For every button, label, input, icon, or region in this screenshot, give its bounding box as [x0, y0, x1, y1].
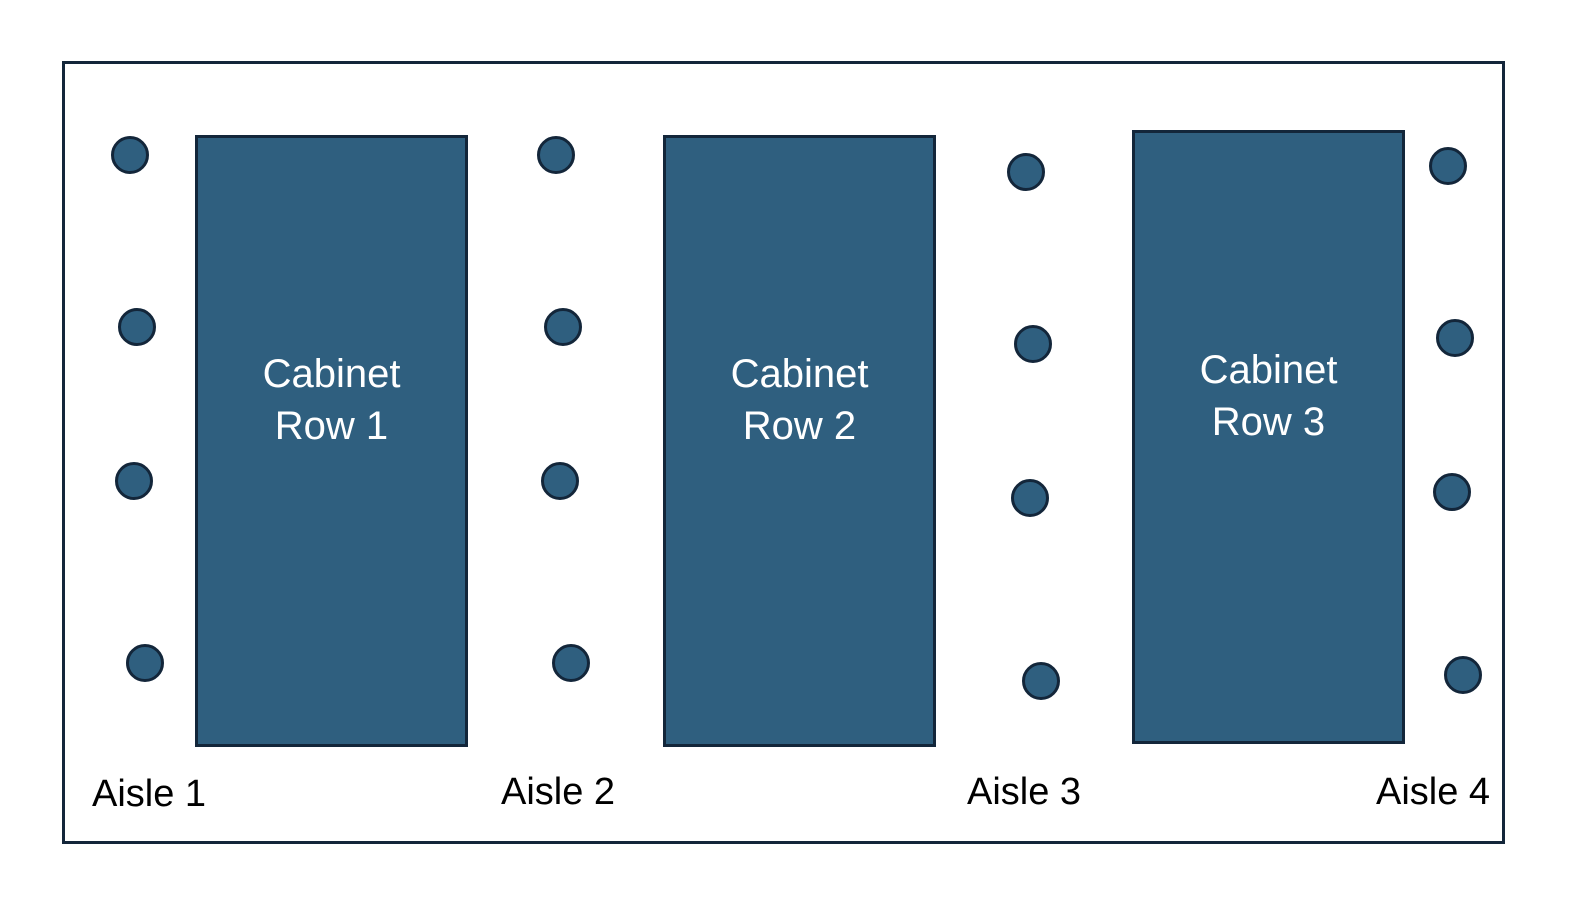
aisle-4-label: Aisle 4: [1376, 771, 1491, 813]
cabinet-row-2-label: Cabinet Row 2: [731, 348, 869, 452]
aisle-3-marker: [1007, 153, 1045, 191]
aisle-4-marker: [1433, 473, 1471, 511]
aisle-3-label: Aisle 3: [967, 771, 1082, 813]
cabinet-row-1: Cabinet Row 1: [195, 135, 468, 747]
aisle-2-marker: [544, 308, 582, 346]
aisle-1-marker: [111, 136, 149, 174]
aisle-3-marker: [1011, 479, 1049, 517]
cabinet-row-3: Cabinet Row 3: [1132, 130, 1405, 744]
aisle-4-marker: [1444, 656, 1482, 694]
cabinet-row-3-label-line1: Cabinet: [1199, 348, 1338, 392]
aisle-1-marker: [126, 644, 164, 682]
aisle-1-marker: [118, 308, 156, 346]
cabinet-row-2-label-line2: Row 2: [742, 404, 857, 448]
aisle-2-marker: [552, 644, 590, 682]
aisle-2-marker: [541, 462, 579, 500]
aisle-1-label: Aisle 1: [92, 773, 207, 815]
aisle-2-label: Aisle 2: [501, 771, 616, 813]
aisle-4-marker: [1429, 147, 1467, 185]
aisle-3-marker: [1022, 662, 1060, 700]
cabinet-row-2-label-line1: Cabinet: [730, 352, 869, 396]
cabinet-row-2: Cabinet Row 2: [663, 135, 936, 747]
aisle-3-marker: [1014, 325, 1052, 363]
cabinet-row-1-label-line1: Cabinet: [262, 352, 401, 396]
cabinet-row-3-label-line2: Row 3: [1211, 400, 1326, 444]
aisle-2-marker: [537, 136, 575, 174]
aisle-1-marker: [115, 462, 153, 500]
cabinet-row-1-label: Cabinet Row 1: [263, 348, 401, 452]
cabinet-row-1-label-line2: Row 1: [274, 404, 389, 448]
cabinet-row-3-label: Cabinet Row 3: [1200, 344, 1338, 448]
aisle-4-marker: [1436, 319, 1474, 357]
